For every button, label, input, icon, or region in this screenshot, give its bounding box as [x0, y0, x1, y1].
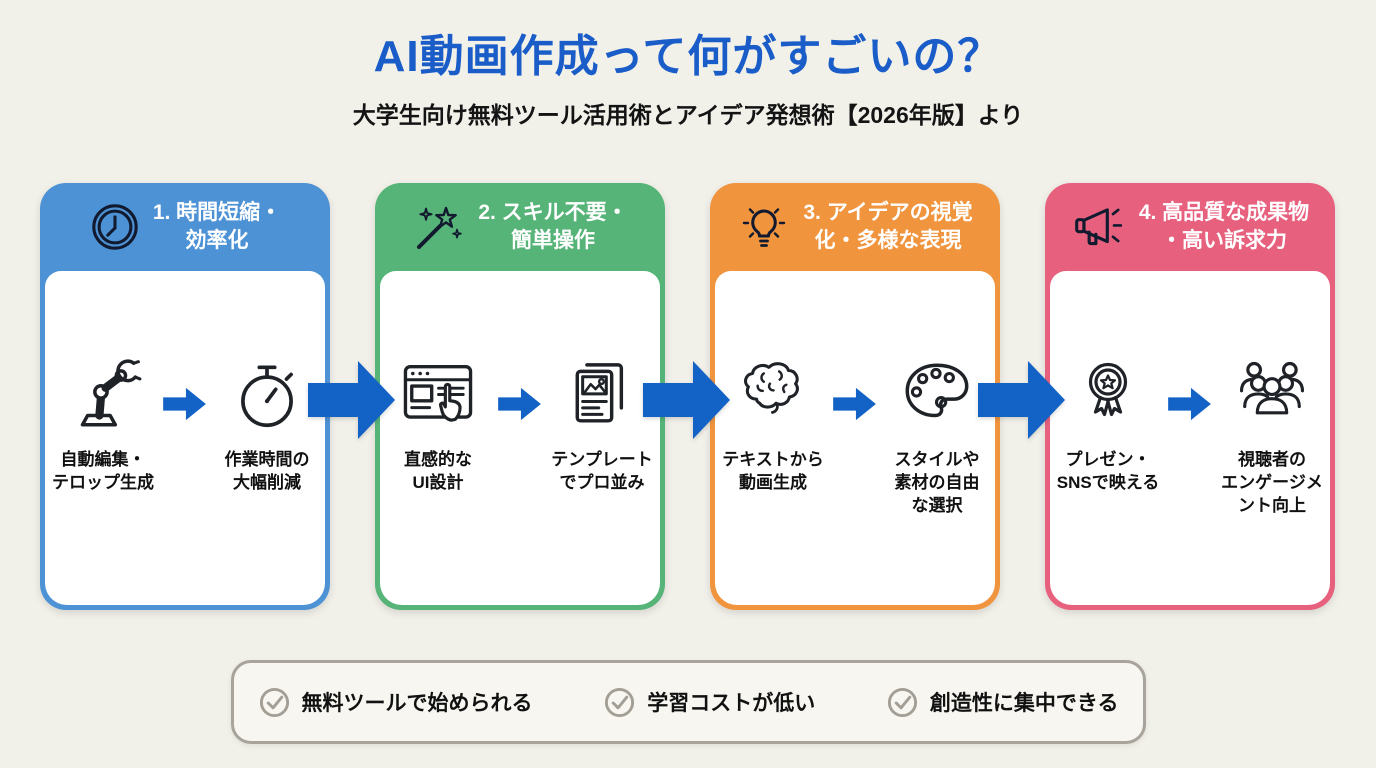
flow-arrow-icon [1168, 385, 1212, 423]
step-label: 作業時間の大幅削減 [224, 450, 310, 492]
step-label: テンプレートでプロ並み [551, 450, 653, 492]
feature-card-4: 4. 高品質な成果物・高い訴求力 プレゼン・SNSで映える [1045, 183, 1335, 610]
brain-icon [732, 349, 814, 441]
next-stage-arrow-icon [308, 354, 396, 446]
card-title: 4. 高品質な成果物・高い訴求力 [1138, 201, 1310, 252]
summary-label: 無料ツールで始められる [301, 692, 533, 715]
step: 視聴者のエンゲージメント向上 [1214, 349, 1330, 518]
clock-icon [89, 201, 141, 253]
feature-card-3: 3. アイデアの視覚化・多様な表現 テキストから動画生成 [710, 183, 1000, 610]
next-stage-arrow-icon [978, 354, 1066, 446]
card-title: 3. アイデアの視覚化・多様な表現 [803, 201, 973, 252]
card-body: 自動編集・テロップ生成 作業時間の大幅削減 [45, 271, 325, 605]
check-circle-icon [258, 686, 291, 719]
stopwatch-icon [226, 349, 308, 441]
step: 自動編集・テロップ生成 [45, 349, 161, 495]
step: プレゼン・SNSで映える [1050, 349, 1166, 495]
summary-label: 創造性に集中できる [929, 692, 1119, 715]
summary-item: 無料ツールで始められる [258, 686, 533, 719]
step-label: スタイルや素材の自由な選択 [894, 450, 980, 515]
feature-card-1: 1. 時間短縮・効率化 自動編集・テロップ生成 [40, 183, 330, 610]
step-label: 自動編集・テロップ生成 [52, 450, 154, 492]
card-title: 1. 時間短縮・効率化 [152, 201, 282, 252]
step: スタイルや素材の自由な選択 [879, 349, 995, 518]
card-header: 3. アイデアの視覚化・多様な表現 [710, 183, 1000, 271]
step: テキストから動画生成 [715, 349, 831, 495]
people-group-icon [1230, 349, 1314, 441]
summary-label: 学習コストが低い [647, 692, 816, 715]
megaphone-icon [1071, 199, 1127, 255]
flow-arrow-icon [833, 385, 877, 423]
robot-arm-icon [62, 349, 144, 441]
summary-item: 創造性に集中できる [886, 686, 1119, 719]
magic-wand-icon [412, 200, 466, 254]
browser-ui-icon [396, 349, 480, 441]
card-body: テキストから動画生成 スタイルや素 [715, 271, 995, 605]
card-title: 2. スキル不要・簡単操作 [478, 201, 628, 252]
flow-arrow-icon [163, 385, 207, 423]
card-body: プレゼン・SNSで映える [1050, 271, 1330, 605]
feature-card-2: 2. スキル不要・簡単操作 [375, 183, 665, 610]
page-subtitle: 大学生向け無料ツール活用術とアイデア発想術【2026年版】より [352, 102, 1024, 128]
card-header: 1. 時間短縮・効率化 [40, 183, 330, 271]
template-icon [559, 349, 645, 441]
step: 作業時間の大幅削減 [209, 349, 325, 495]
step-label: プレゼン・SNSで映える [1056, 450, 1160, 492]
card-header: 2. スキル不要・簡単操作 [375, 183, 665, 271]
card-header: 4. 高品質な成果物・高い訴求力 [1045, 183, 1335, 271]
infographic-page: { "page": { "title": "AI動画作成って何がすごいの？", … [0, 20, 1376, 768]
award-icon [1068, 349, 1148, 441]
palette-icon [896, 349, 978, 441]
flow-arrow-icon [498, 385, 542, 423]
step-label: テキストから動画生成 [722, 450, 824, 492]
step: テンプレートでプロ並み [544, 349, 660, 495]
page-title: AI動画作成って何がすごいの？ [373, 32, 1003, 81]
step-label: 視聴者のエンゲージメント向上 [1221, 450, 1323, 515]
process-cards-row: 1. 時間短縮・効率化 自動編集・テロップ生成 [40, 183, 1336, 610]
check-circle-icon [886, 686, 919, 719]
lightbulb-icon [737, 200, 791, 254]
check-circle-icon [603, 686, 636, 719]
footer-summary-bar: 無料ツールで始められる 学習コストが低い 創造性に集中できる [230, 660, 1146, 744]
summary-item: 学習コストが低い [603, 686, 815, 719]
next-stage-arrow-icon [643, 354, 731, 446]
